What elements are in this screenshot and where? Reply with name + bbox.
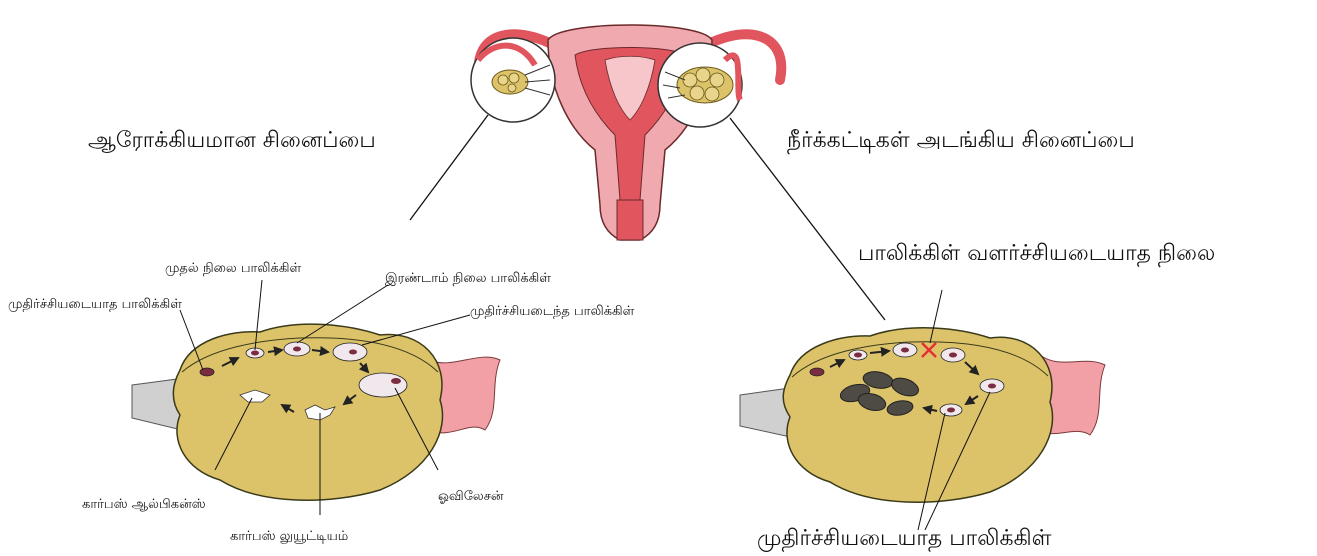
healthy-ovary-heading: ஆரோக்கியமான சினைப்பை	[88, 130, 376, 152]
left-connector-line	[410, 115, 488, 220]
mature-follicles-label: முதிர்ச்சியடைந்த பாலிக்கிள்	[470, 305, 634, 318]
cystic-ovary-heading: நீர்க்கட்டிகள் அடங்கிய சினைப்பை	[787, 130, 1135, 152]
right-immature-follicles-label: முதிர்ச்சியடையாத பாலிக்கிள்	[757, 528, 1051, 550]
corpus-albicans-label: கார்பஸ் ஆல்பிகன்ஸ்	[82, 498, 206, 511]
primary-follicles-label: முதல் நிலை பாலிக்கிள்	[165, 262, 301, 275]
immature-follicles-label: முதிர்ச்சியடையாத பாலிக்கிள்	[8, 298, 182, 311]
corpus-luteum-label: கார்பஸ் லுயூட்டியம்	[230, 530, 348, 543]
uterus-illustration	[471, 25, 781, 240]
secondary-follicles-label: இரண்டாம் நிலை பாலிக்கிள்	[385, 272, 551, 285]
healthy-ovary-illustration	[132, 280, 500, 515]
ovulation-label: ஓவிலேசன்	[438, 490, 504, 503]
follicles-not-developed-heading: பாலிக்கிள் வளர்ச்சியடையாத நிலை	[858, 243, 1215, 265]
cystic-ovary-illustration	[740, 290, 1105, 530]
